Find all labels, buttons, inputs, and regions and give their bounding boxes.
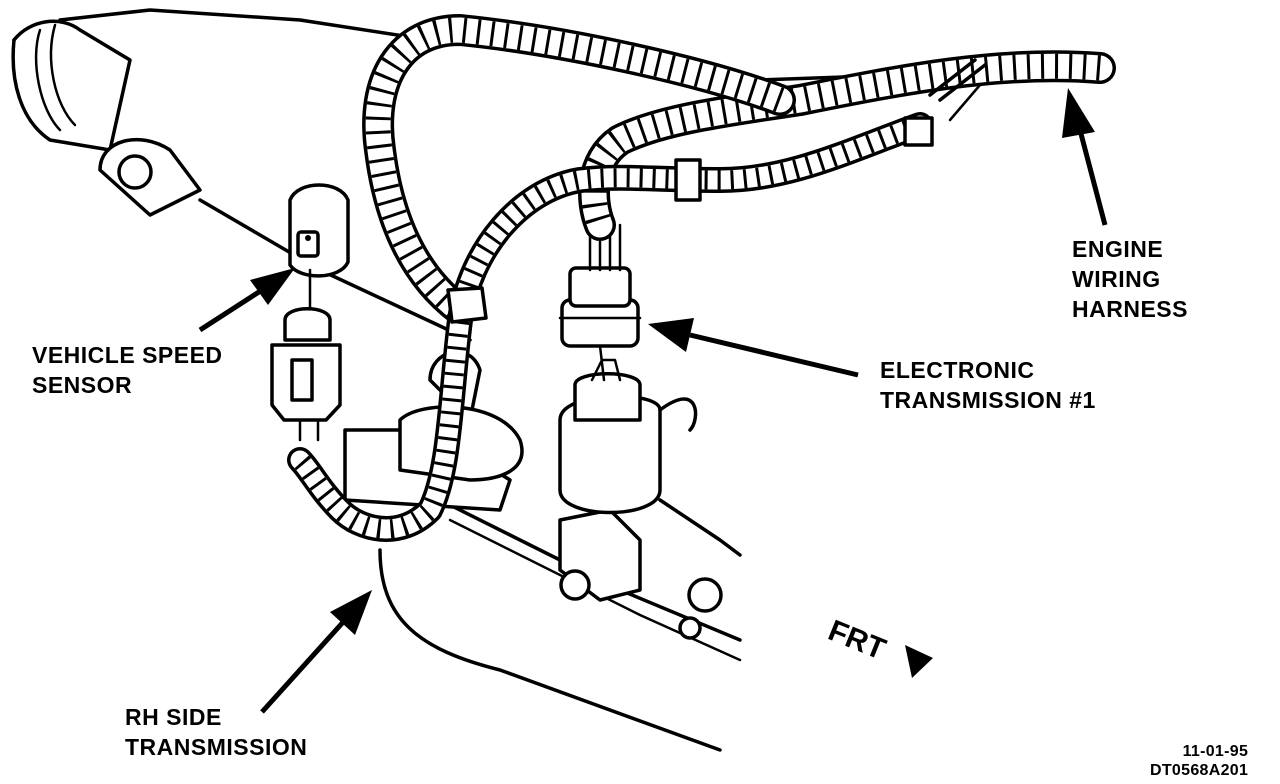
- transmission-bracket: [343, 350, 723, 640]
- engine-wiring-harness: [287, 14, 1116, 542]
- label-electronic-transmission: ELECTRONIC TRANSMISSION #1: [880, 357, 1096, 413]
- figure-footer: 11-01-95 DT0568A201: [1150, 742, 1248, 780]
- arrow-electronic-transmission: [648, 318, 859, 378]
- label-engine-wiring-harness: ENGINE WIRING HARNESS: [1072, 236, 1188, 322]
- figure-code: DT0568A201: [1150, 762, 1249, 779]
- vehicle-speed-sensor: [270, 183, 350, 442]
- callout-arrows: [198, 88, 1108, 714]
- arrow-front: [905, 645, 933, 678]
- transmission-connector: [558, 223, 642, 382]
- transmission-solenoid: [558, 358, 698, 515]
- figure-date: 11-01-95: [1182, 743, 1249, 760]
- arrow-vehicle-speed-sensor: [198, 268, 295, 333]
- label-vehicle-speed-sensor: VEHICLE SPEED SENSOR: [32, 342, 223, 398]
- arrow-rh-side-transmission: [260, 590, 372, 714]
- label-rh-side-transmission: RH SIDE TRANSMISSION: [125, 704, 308, 760]
- arrow-engine-wiring-harness: [1062, 88, 1108, 226]
